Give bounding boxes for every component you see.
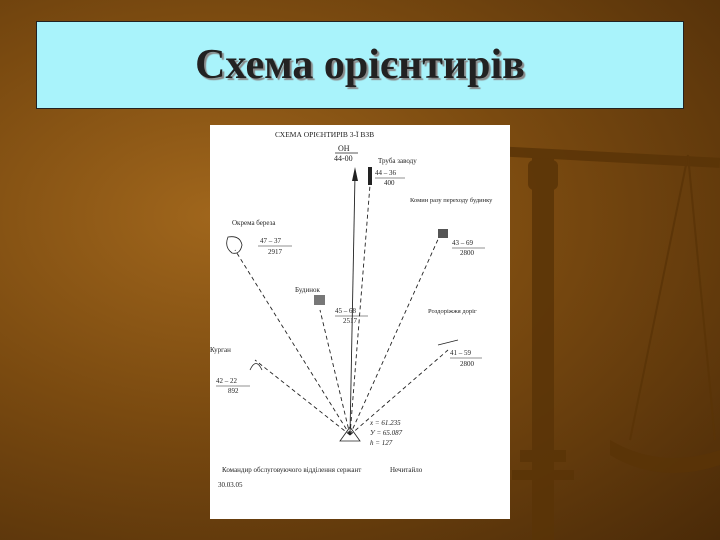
svg-text:2517: 2517 — [343, 317, 358, 325]
footer-commander: Командир обслуговуючого відділення сержа… — [222, 466, 361, 474]
svg-text:h = 127: h = 127 — [370, 439, 393, 447]
svg-text:41 – 59: 41 – 59 — [450, 349, 472, 357]
svg-text:Комин разу переходу будинку: Комин разу переходу будинку — [410, 197, 493, 204]
tree-icon — [226, 236, 243, 254]
svg-text:400: 400 — [384, 179, 395, 187]
landmark-mound: Курган 42 – 22 892 — [210, 346, 263, 395]
svg-text:44 – 36: 44 – 36 — [375, 169, 397, 177]
building-icon — [438, 229, 448, 238]
landmark-house: Будинок 45 – 68 2517 — [295, 286, 368, 325]
svg-text:Будинок: Будинок — [295, 286, 320, 294]
house-icon — [314, 295, 325, 305]
svg-text:45 – 68: 45 – 68 — [335, 307, 357, 315]
page-title: Схема орієнтирів — [195, 42, 525, 88]
scheme-sheet: СХЕМА ОРІЄНТИРІВ 3-Ї ВЗВ ОН 44-00 Труба … — [210, 125, 510, 519]
svg-text:2800: 2800 — [460, 360, 475, 368]
landmark-birch: Окрема береза 47 – 37 2917 — [226, 219, 292, 256]
footer-date: 30.03.05 — [218, 481, 243, 489]
svg-text:Труба заводу: Труба заводу — [378, 157, 417, 165]
svg-text:2917: 2917 — [268, 248, 283, 256]
svg-text:2800: 2800 — [460, 249, 475, 257]
svg-text:Роздоріжжя доріг: Роздоріжжя доріг — [428, 308, 477, 315]
svg-text:x = 61.235: x = 61.235 — [369, 419, 401, 427]
chimney-icon — [368, 167, 372, 185]
svg-text:У = 65.087: У = 65.087 — [370, 429, 403, 437]
scheme-header: СХЕМА ОРІЄНТИРІВ 3-Ї ВЗВ — [275, 130, 374, 139]
observation-point-icon — [339, 426, 361, 442]
landmark-building-chimney: Комин разу переходу будинку 43 – 69 2800 — [410, 197, 493, 257]
svg-text:Курган: Курган — [210, 346, 231, 354]
svg-text:42 – 22: 42 – 22 — [216, 377, 238, 385]
svg-text:47 – 37: 47 – 37 — [260, 237, 282, 245]
scales-illustration — [450, 143, 720, 540]
mound-icon — [249, 363, 263, 371]
title-box: Схема орієнтирів — [36, 21, 684, 109]
footer-signature: Нечитайло — [390, 466, 423, 474]
direction-value: 44-00 — [334, 154, 353, 163]
svg-text:Окрема береза: Окрема береза — [232, 219, 276, 227]
landmark-chimney: Труба заводу 44 – 36 400 — [368, 157, 417, 187]
landmark-diagram: СХЕМА ОРІЄНТИРІВ 3-Ї ВЗВ ОН 44-00 Труба … — [210, 130, 493, 489]
direction-label: ОН — [338, 144, 350, 153]
position-coords: x = 61.235 У = 65.087 h = 127 — [369, 419, 403, 447]
svg-text:892: 892 — [228, 387, 239, 395]
svg-text:43 – 69: 43 – 69 — [452, 239, 474, 247]
landmark-crossroads: Роздоріжжя доріг 41 – 59 2800 — [428, 308, 482, 368]
road-icon — [437, 339, 459, 346]
